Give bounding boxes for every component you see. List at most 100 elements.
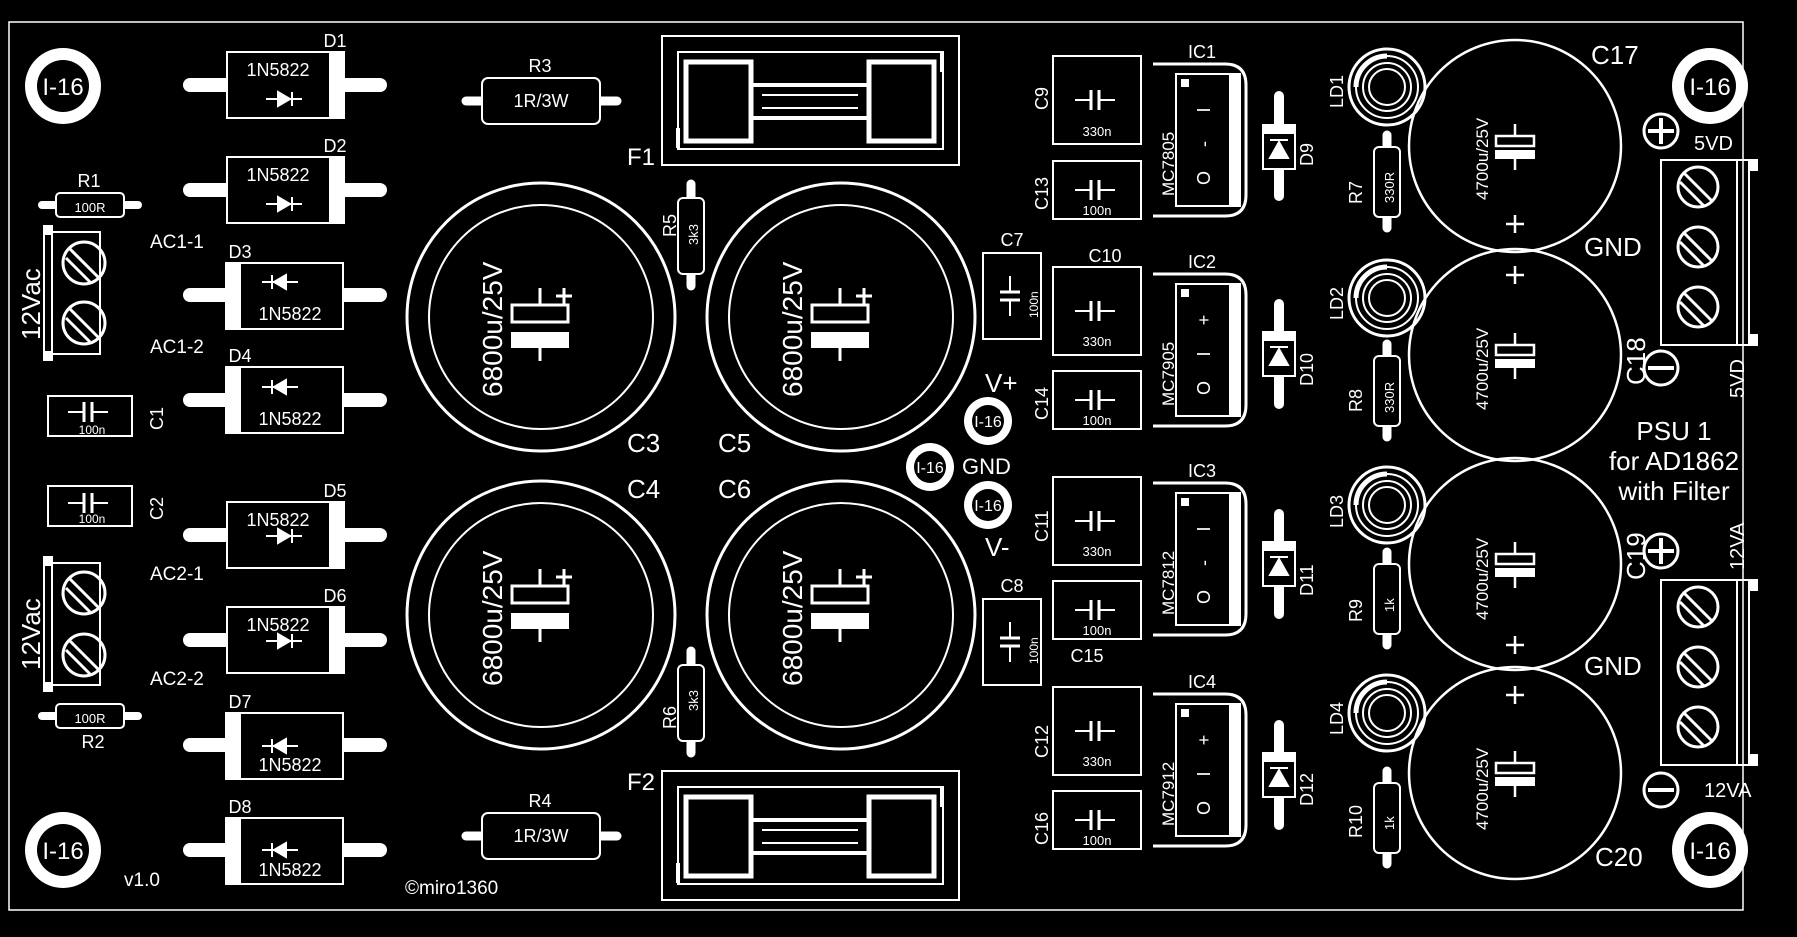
d3-value: 1N5822 bbox=[258, 304, 321, 324]
c16-value: 100n bbox=[1083, 833, 1112, 848]
d5-value: 1N5822 bbox=[246, 510, 309, 530]
mounting-hole-bottom-right: I-16 bbox=[1672, 812, 1748, 888]
r2-label: R2 bbox=[81, 732, 104, 752]
c20-value: 4700u/25V bbox=[1473, 747, 1492, 830]
output-terminal-12va bbox=[1660, 579, 1758, 766]
f1-label: F1 bbox=[627, 144, 655, 171]
ac1-1-label: AC1-1 bbox=[150, 232, 204, 253]
input-terminal-2 bbox=[43, 556, 107, 692]
ic4-pin-1: + bbox=[1194, 735, 1214, 746]
capacitor-c8 bbox=[982, 598, 1042, 686]
c8-value: 100n bbox=[1027, 637, 1041, 664]
board-title-line2: for AD1862 bbox=[1609, 446, 1739, 476]
d4-value: 1N5822 bbox=[258, 409, 321, 429]
c4-label: C4 bbox=[627, 474, 660, 504]
ic1-pin-2: - bbox=[1194, 141, 1214, 147]
diode-d3 bbox=[183, 262, 387, 330]
c6-value: 6800u/25V bbox=[777, 550, 808, 686]
d5-label: D5 bbox=[323, 481, 346, 501]
plus-icon bbox=[1642, 532, 1680, 570]
capacitor-c2 bbox=[47, 485, 133, 527]
board-outline bbox=[8, 21, 1744, 911]
version-label: v1.0 bbox=[124, 870, 160, 891]
ic3-pin-2: - bbox=[1194, 560, 1214, 566]
minus-icon bbox=[1642, 771, 1680, 809]
r4-value: 1R/3W bbox=[513, 826, 568, 846]
r1-label: R1 bbox=[77, 171, 100, 191]
f2-label: F2 bbox=[627, 769, 655, 796]
resistor-r6 bbox=[677, 646, 705, 758]
capacitor-c17 bbox=[1407, 38, 1623, 254]
r9-value: 1k bbox=[1382, 598, 1397, 612]
out1-top-label: 5VD bbox=[1694, 133, 1733, 155]
c7-label: C7 bbox=[1000, 230, 1023, 250]
ic1-pin-3: O bbox=[1194, 171, 1214, 185]
resistor-r5 bbox=[677, 179, 705, 291]
r6-value: 3k3 bbox=[686, 690, 701, 711]
regulator-ic3 bbox=[1153, 481, 1248, 637]
c3-value: 6800u/25V bbox=[477, 261, 508, 397]
c10-label: C10 bbox=[1088, 246, 1121, 266]
r6-label: R6 bbox=[660, 706, 680, 729]
regulator-ic4 bbox=[1153, 692, 1248, 848]
capacitor-c16 bbox=[1052, 790, 1142, 850]
capacitor-c11 bbox=[1052, 476, 1142, 566]
rail-label-vplus: V+ bbox=[985, 368, 1018, 398]
mounting-hole-label: I-16 bbox=[1689, 74, 1730, 101]
capacitor-c10 bbox=[1052, 266, 1142, 356]
c15-label: C15 bbox=[1070, 646, 1103, 666]
r8-value: 330R bbox=[1382, 382, 1397, 413]
d6-value: 1N5822 bbox=[246, 615, 309, 635]
ic2-label: IC2 bbox=[1188, 252, 1216, 272]
r10-label: R10 bbox=[1346, 805, 1366, 838]
ic4-pin-3: O bbox=[1194, 801, 1214, 815]
c20-label: C20 bbox=[1595, 842, 1643, 872]
d4-label: D4 bbox=[228, 346, 251, 366]
ic4-value: MC7912 bbox=[1159, 762, 1178, 826]
diode-d9 bbox=[1262, 91, 1296, 201]
ic3-pin-3: O bbox=[1194, 590, 1214, 604]
ic4-pin-2: I bbox=[1194, 771, 1214, 776]
testpoint-vminus: I-16 bbox=[964, 481, 1012, 529]
capacitor-c6 bbox=[705, 479, 977, 751]
c16-label: C16 bbox=[1032, 812, 1052, 845]
d7-value: 1N5822 bbox=[258, 755, 321, 775]
ic2-pin-3: O bbox=[1194, 381, 1214, 395]
ic2-pin-1: + bbox=[1194, 315, 1214, 326]
d2-label: D2 bbox=[323, 136, 346, 156]
diode-d12 bbox=[1262, 720, 1296, 830]
led-ld1 bbox=[1347, 47, 1427, 127]
ac1-2-label: AC1-2 bbox=[150, 337, 204, 358]
diode-d4 bbox=[183, 366, 387, 434]
diode-d7 bbox=[183, 712, 387, 780]
r2-value: 100R bbox=[74, 711, 105, 726]
diode-d8 bbox=[183, 817, 387, 885]
mounting-hole-label: I-16 bbox=[1689, 838, 1730, 865]
c18-value: 4700u/25V bbox=[1473, 327, 1492, 410]
ld1-label: LD1 bbox=[1327, 75, 1347, 108]
c6-label: C6 bbox=[718, 474, 751, 504]
d7-label: D7 bbox=[228, 692, 251, 712]
diode-d2 bbox=[183, 156, 387, 224]
r3-value: 1R/3W bbox=[513, 91, 568, 111]
r7-value: 330R bbox=[1382, 172, 1397, 203]
ic2-pin-2: I bbox=[1194, 351, 1214, 356]
c5-value: 6800u/25V bbox=[777, 261, 808, 397]
resistor-r1 bbox=[38, 192, 142, 218]
c2-value: 100n bbox=[79, 512, 106, 526]
diode-d6 bbox=[183, 606, 387, 674]
mounting-hole-top-left: I-16 bbox=[25, 48, 101, 124]
c9-value: 330n bbox=[1083, 124, 1112, 139]
mounting-hole-top-right: I-16 bbox=[1672, 48, 1748, 124]
diode-d5 bbox=[183, 501, 387, 569]
c13-label: C13 bbox=[1032, 177, 1052, 210]
capacitor-c19 bbox=[1407, 456, 1623, 672]
c4-value: 6800u/25V bbox=[477, 550, 508, 686]
c3-label: C3 bbox=[627, 428, 660, 458]
c14-value: 100n bbox=[1083, 413, 1112, 428]
r10-value: 1k bbox=[1382, 816, 1397, 830]
mounting-hole-label: I-16 bbox=[42, 838, 83, 865]
d12-label: D12 bbox=[1297, 773, 1317, 806]
diode-d11 bbox=[1262, 509, 1296, 619]
capacitor-c7 bbox=[982, 252, 1042, 340]
